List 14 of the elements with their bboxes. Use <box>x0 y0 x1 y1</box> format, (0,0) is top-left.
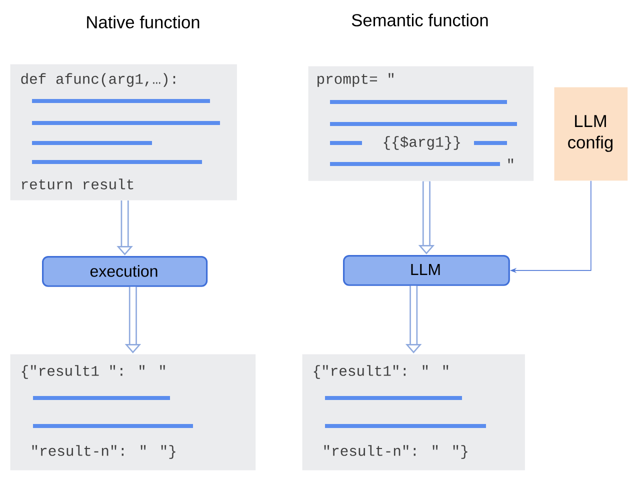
code-text: prompt= " <box>318 73 394 87</box>
box-label: LLM <box>411 264 440 275</box>
code-text: "result-n": " "} <box>32 445 176 459</box>
code-text: {{$arg1}} <box>384 136 460 150</box>
code-text: {"result1": " " <box>314 365 448 379</box>
code-text: return result <box>22 178 134 190</box>
code-text: def afunc(arg1,…): <box>21 73 176 87</box>
column-heading: Native function <box>87 16 200 28</box>
box-label: execution <box>90 265 158 277</box>
box-label: LLM config <box>568 115 612 152</box>
column-heading: Semantic function <box>352 14 488 26</box>
code-text: {"result1 ": " " <box>22 365 165 379</box>
code-text: "result-n": " "} <box>324 445 468 459</box>
code-text: " <box>508 158 514 164</box>
